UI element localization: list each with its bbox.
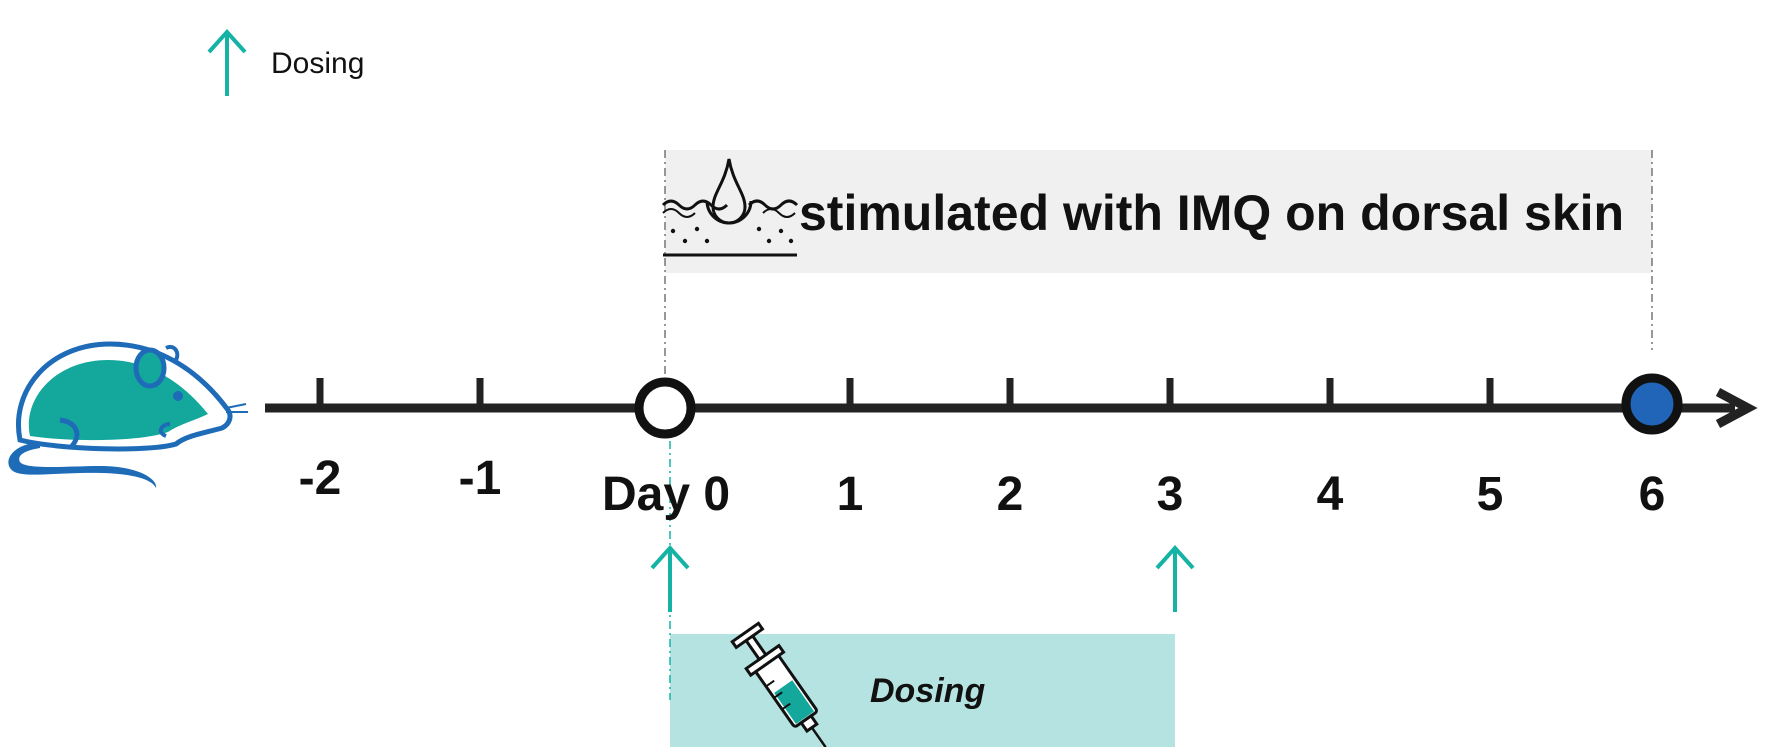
dosing-up-arrow-icon [1155,545,1195,612]
axis-arrowhead-icon [1715,388,1758,428]
legend-label: Dosing [271,47,364,80]
start-marker [634,377,696,439]
dosing-band: Dosing [669,405,1175,748]
timeline-markers [634,373,1683,439]
tick-label: -1 [459,452,502,505]
tick-label: 3 [1157,468,1184,521]
axis-tick-labels: -2 -1 Day 0 1 2 3 4 5 6 [299,452,1666,521]
legend: Dosing [207,29,364,96]
mouse-icon [8,341,248,488]
tick-label: 2 [997,468,1024,521]
axis-ticks [316,378,1494,408]
tick-label: -2 [299,452,342,505]
skin-drop-icon [661,158,799,257]
end-marker [1621,373,1683,435]
stimulation-band-background [665,150,1652,273]
syringe-icon [730,621,827,748]
tick-label: 1 [837,468,864,521]
tick-label: Day 0 [602,468,730,521]
dosing-label: Dosing [870,672,985,710]
stimulation-band: stimulated with IMQ on dorsal skin [661,150,1653,380]
stimulation-label: stimulated with IMQ on dorsal skin [799,185,1624,241]
tick-label: 5 [1477,468,1504,521]
tick-label: 4 [1317,468,1344,521]
tick-label: 6 [1639,468,1666,521]
legend-up-arrow-icon [207,29,247,96]
dosing-arrows [650,545,1195,612]
dosing-up-arrow-icon [650,545,690,612]
